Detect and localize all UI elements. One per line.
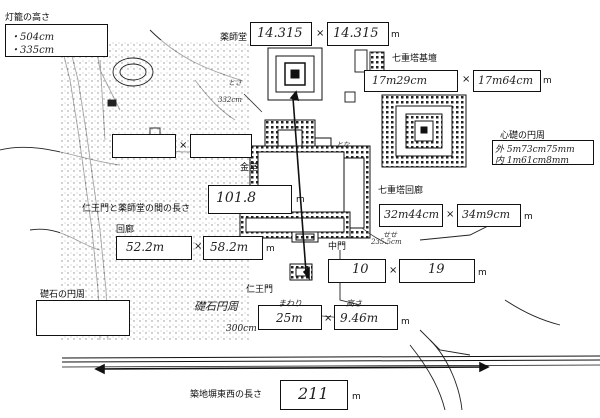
corridor-depth-box[interactable] — [203, 236, 263, 260]
unit-m: m — [266, 244, 275, 254]
unit-m: m — [391, 30, 400, 40]
pagoda-corridor-depth-box[interactable] — [457, 204, 521, 227]
kondo-depth-box[interactable] — [190, 134, 252, 158]
chumon-width-box[interactable] — [328, 259, 386, 283]
niomon-perimeter-caption: まわり — [278, 299, 302, 308]
lantern-height-box[interactable] — [5, 24, 108, 57]
yakushido-depth-value: 14.315 — [333, 26, 379, 41]
pagoda-foundation-depth-value: 17m64cm — [478, 74, 534, 87]
pencil-note-chumon-1: せせ — [383, 231, 397, 239]
label-lantern-height: 灯籠の高さ — [5, 13, 51, 23]
unit-m: m — [524, 212, 533, 222]
wall-length-box[interactable] — [280, 380, 348, 410]
label-niomon: 仁王門 — [246, 285, 274, 295]
chumon-gate — [291, 231, 319, 243]
pagoda-foundation-width-box[interactable] — [364, 70, 458, 92]
times-sign: × — [179, 140, 188, 151]
chumon-depth-value: 19 — [428, 262, 445, 277]
corridor-width-value: 52.2m — [126, 240, 165, 254]
foundation-stone-caption: 礎石円周 — [194, 300, 238, 313]
unit-m: m — [478, 268, 487, 278]
label-pagoda-foundation: 七重塔基壇 — [392, 54, 438, 64]
east-shrines — [344, 49, 385, 103]
core-stone-perimeter-box[interactable] — [492, 140, 594, 165]
lantern-height-value-1: ・504cm — [10, 32, 55, 43]
kondo-width-box[interactable] — [112, 134, 176, 158]
times-sign: × — [324, 313, 333, 324]
times-sign: × — [462, 74, 471, 85]
pencil-note-tona: とな — [336, 141, 350, 149]
times-sign: × — [389, 265, 398, 276]
pagoda-corridor-depth-value: 34m9cm — [462, 208, 511, 221]
corridor-width-box[interactable] — [116, 236, 192, 260]
label-niomon-yakushido-length: 仁王門と薬師堂の間の長さ — [82, 204, 191, 214]
distance-value: 101.8 — [216, 190, 257, 206]
niomon-height-caption: 高さ — [346, 299, 362, 308]
distance-box[interactable] — [208, 185, 292, 214]
pagoda-corridor-width-value: 32m44cm — [384, 208, 440, 221]
yakushido-depth-box[interactable] — [327, 22, 389, 46]
unit-m: m — [543, 76, 552, 86]
foundation-stone-perimeter-box[interactable] — [36, 300, 130, 336]
chumon-width-value: 10 — [352, 262, 369, 277]
label-wall-length: 築地塀東西の長さ — [190, 390, 263, 400]
pencil-note-tosa: とさ — [228, 79, 242, 87]
niomon-perimeter-box[interactable] — [258, 305, 322, 330]
pagoda-foundation-depth-box[interactable] — [473, 70, 541, 92]
chumon-depth-box[interactable] — [399, 259, 475, 283]
pencil-note-332: 332cm — [218, 96, 242, 104]
label-kondo: 金堂 — [240, 163, 259, 173]
yakushido-width-value: 14.315 — [257, 26, 303, 41]
unit-m: m — [296, 195, 305, 205]
label-corridor: 回廊 — [116, 225, 135, 235]
yakushido-width-box[interactable] — [250, 22, 312, 46]
wall-measure-line — [94, 361, 490, 375]
pagoda-foundation-width-value: 17m29cm — [372, 74, 428, 87]
label-chumon: 中門 — [328, 242, 347, 252]
pagoda-foundation — [381, 94, 467, 168]
corridor-depth-value: 58.2m — [210, 240, 249, 254]
niomon-height-box[interactable] — [334, 305, 398, 330]
times-sign: × — [194, 241, 203, 252]
wall-length-value: 211 — [298, 384, 329, 403]
unit-m: m — [401, 317, 410, 327]
earthen-wall — [61, 355, 600, 368]
label-yakushido: 薬師堂 — [220, 33, 248, 43]
label-pagoda-corridor: 七重塔回廊 — [378, 186, 424, 196]
lantern-height-value-2: ・335cm — [10, 45, 55, 56]
times-sign: × — [316, 28, 325, 39]
pencil-note-chumon-2: 235.5cm — [371, 238, 402, 246]
times-sign: × — [446, 209, 455, 220]
foundation-stone-value: 300cm — [226, 324, 257, 334]
niomon-perimeter-value: 25m — [276, 311, 303, 325]
label-core-stone-perimeter: 心礎の円周 — [500, 131, 546, 141]
unit-m: m — [352, 392, 361, 402]
core-stone-outer-value: 外 5m73cm75mm — [495, 145, 575, 155]
core-stone-inner-value: 内 1m61cm8mm — [495, 156, 569, 166]
distance-line — [289, 90, 310, 281]
niomon-height-value: 9.46m — [340, 311, 379, 325]
label-foundation-stone-perimeter: 礎石の円周 — [40, 290, 86, 300]
pagoda-corridor-width-box[interactable] — [379, 204, 443, 227]
